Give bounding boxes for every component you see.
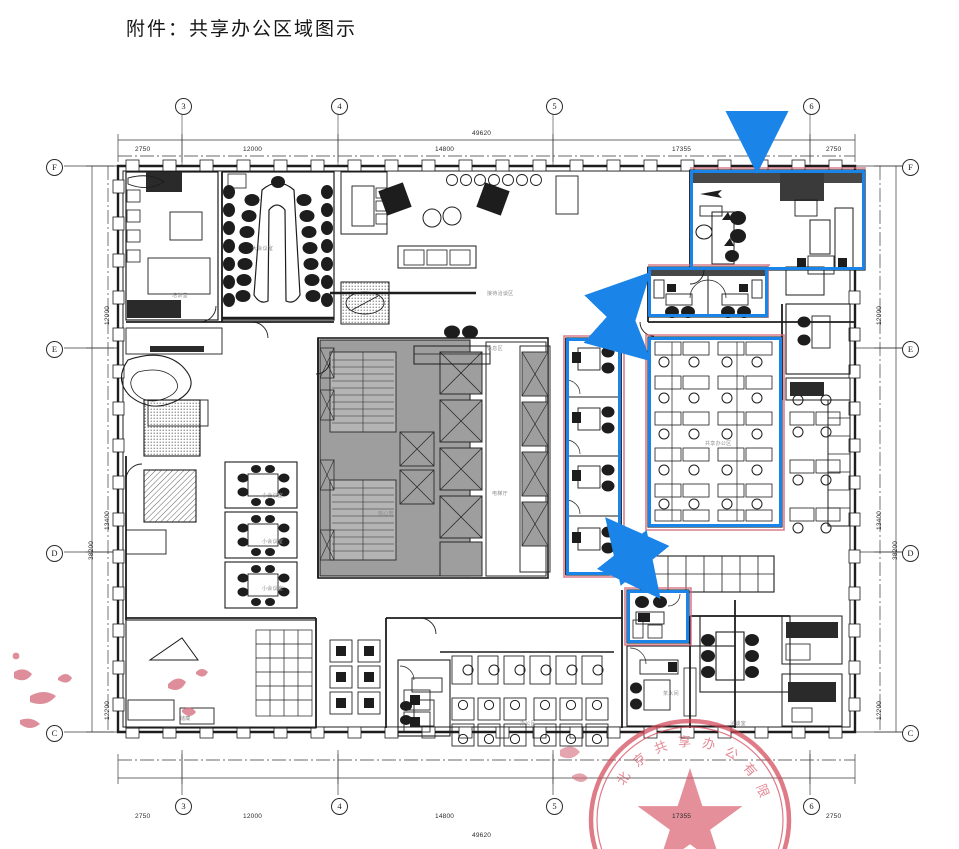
grid-bubble-top-5: 5	[546, 98, 563, 115]
dim-left-3: 12200	[104, 700, 111, 720]
east-bench-row	[649, 555, 775, 593]
grid-bubble-bottom-4: 4	[331, 798, 348, 815]
room-label-11: 茶水间	[663, 691, 679, 697]
se-storage	[781, 615, 843, 727]
grid-bubble-bottom-6: 6	[803, 798, 820, 815]
grid-bubble-right-e: E	[902, 341, 919, 358]
svg-text:京: 京	[630, 751, 650, 771]
page-title: 附件：共享办公区域图示	[126, 18, 358, 40]
room-label-3: 休息区	[487, 346, 503, 352]
grid-bubble-right-d: D	[902, 545, 919, 562]
floorplan-drawing: 北 京 共 享 办 公 有 限 1101123456789	[12, 111, 910, 849]
dim-bottom-1: 2750	[135, 813, 151, 820]
room-label-1: 培训室	[172, 293, 188, 299]
grid-bubble-right-c: C	[902, 725, 919, 742]
company-seal: 北 京 共 享 办 公 有 限 1101123456789	[588, 718, 792, 849]
arrow-to-twin	[584, 271, 651, 340]
stamp-fragments-bottom	[560, 746, 588, 782]
grid-bubble-left-e: E	[46, 341, 63, 358]
stamp-fragments	[12, 652, 208, 728]
east-extra-pods	[789, 394, 851, 534]
dim-bottom-4: 17355	[672, 813, 692, 820]
pointer-arrows	[583, 111, 789, 600]
grid-bubble-top-4: 4	[331, 98, 348, 115]
room-label-4: 小会议室	[262, 493, 284, 499]
grid-bubble-top-3: 3	[175, 98, 192, 115]
small-meeting-rooms	[224, 461, 298, 609]
main-conference-room	[221, 171, 335, 321]
highlight-open-office[interactable]	[648, 337, 782, 527]
room-label-2: 接待洽谈区	[487, 291, 514, 297]
dim-top-1: 2750	[135, 146, 151, 153]
grid-bubble-left-d: D	[46, 545, 63, 562]
svg-text:有: 有	[739, 760, 759, 780]
svg-text:公: 公	[722, 744, 741, 764]
highlight-small-office[interactable]	[627, 590, 689, 643]
room-label-8: 核心筒	[378, 511, 394, 517]
dim-right-1: 12000	[876, 305, 883, 325]
south-left-cells	[329, 639, 381, 715]
nw-rooms	[125, 171, 247, 321]
grid-bubble-top-6: 6	[803, 98, 820, 115]
grid-bubble-bottom-3: 3	[175, 798, 192, 815]
facade-mullions-left	[112, 179, 125, 712]
dim-top-4: 17355	[672, 146, 692, 153]
dim-left-2: 13400	[104, 510, 111, 530]
svg-text:北: 北	[614, 769, 634, 788]
room-label-5: 小会议室	[262, 539, 284, 545]
svg-text:限: 限	[752, 782, 771, 800]
grid-bubble-left-f: F	[46, 159, 63, 176]
dim-right-2: 13400	[876, 510, 883, 530]
dim-bottom-3: 14800	[435, 813, 455, 820]
feature-wall-pattern	[143, 281, 390, 457]
se-meeting-pantry	[626, 615, 791, 727]
dim-left-1: 12000	[104, 305, 111, 325]
arrow-to-open	[583, 295, 652, 362]
room-label-0: 大会议室	[252, 246, 274, 252]
south-lounge	[397, 659, 451, 737]
room-label-7: 电梯厅	[492, 491, 508, 497]
grid-bubble-left-c: C	[46, 725, 63, 742]
dim-top-3: 14800	[435, 146, 455, 153]
ne-shared-office-suite	[689, 169, 866, 275]
service-room-west	[125, 469, 197, 555]
highlight-ne-suite[interactable]	[690, 170, 865, 270]
grid-bubble-bottom-5: 5	[546, 798, 563, 815]
dim-right-3: 12200	[876, 700, 883, 720]
svg-text:共: 共	[652, 739, 670, 758]
dim-top-overall: 49620	[472, 130, 492, 137]
south-west-area	[125, 619, 317, 729]
room-label-10: 办公区	[520, 721, 536, 727]
highlight-twin-offices[interactable]	[648, 267, 768, 317]
drawing-stage: 北 京 共 享 办 公 有 限 1101123456789	[0, 60, 959, 849]
lift-bank-east	[519, 345, 551, 573]
grid-bubble-right-f: F	[902, 159, 919, 176]
dim-bottom-2: 12000	[243, 813, 263, 820]
room-label-12: 洽谈室	[730, 721, 746, 727]
highlight-office-strip[interactable]	[566, 338, 621, 575]
room-label-6: 小会议室	[262, 586, 284, 592]
dim-bottom-overall: 49620	[472, 832, 492, 839]
dim-bottom-5: 2750	[826, 813, 842, 820]
dim-top-5: 2750	[826, 146, 842, 153]
reception-lounge	[330, 171, 579, 365]
east-north-rooms	[785, 303, 851, 401]
arrow-to-small	[596, 529, 661, 600]
dim-right-overall: 38200	[892, 540, 899, 560]
dim-left-overall: 38200	[88, 540, 95, 560]
open-shared-office	[647, 336, 783, 528]
dim-top-2: 12000	[243, 146, 263, 153]
room-label-13: 储藏	[180, 716, 191, 722]
room-label-9: 共享办公区	[705, 441, 732, 447]
svg-text:办: 办	[701, 736, 717, 754]
